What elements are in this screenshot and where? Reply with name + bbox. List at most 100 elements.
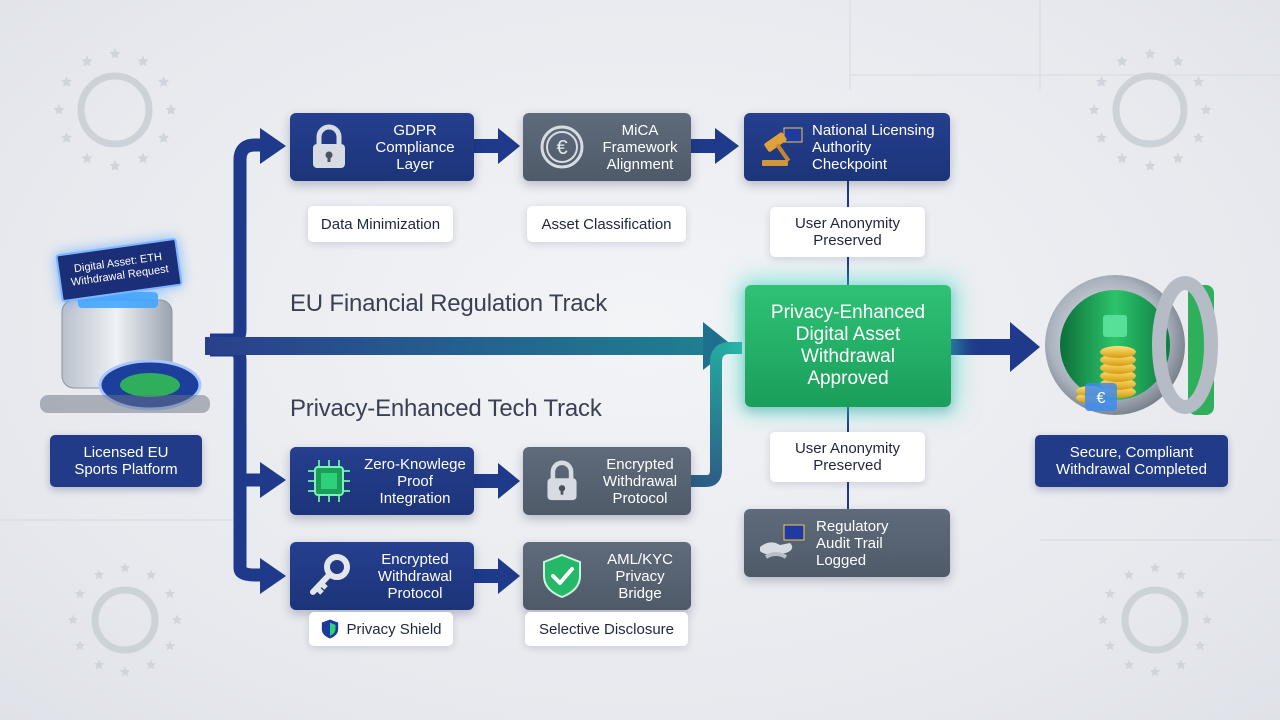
eu-star-icon	[137, 152, 149, 164]
audit-trail-label: Regulatory Audit Trail Logged	[816, 517, 889, 569]
eu-star-icon	[1144, 48, 1156, 59]
encrypted-protocol-box-bottom[interactable]: Encrypted Withdrawal Protocol	[290, 542, 474, 610]
user-anonymity-tag-top: User Anonymity Preserved	[770, 207, 925, 257]
eu-star-icon	[93, 569, 105, 580]
national-licensing-box[interactable]: National Licensing Authority Checkpoint	[744, 113, 950, 181]
eu-star-icon	[1095, 132, 1108, 143]
selective-disclosure-tag: Selective Disclosure	[525, 612, 688, 646]
eu-star-icon	[109, 160, 121, 171]
eu-star-icon	[60, 76, 73, 87]
audit-trail-box[interactable]: Regulatory Audit Trail Logged	[744, 509, 950, 577]
eu-star-icon	[164, 588, 176, 599]
eu-star-icon	[1104, 640, 1116, 651]
eu-star-icon	[1097, 614, 1109, 625]
eu-stars-bottom-right	[1097, 562, 1213, 677]
eu-stars-top-right	[1088, 48, 1212, 171]
padlock-icon	[535, 454, 589, 508]
eu-star-icon	[171, 614, 183, 625]
arrow-zk-to-encrypted	[498, 463, 520, 499]
encrypted-to-approved-connector	[691, 342, 742, 487]
euro-coin-icon: €	[535, 120, 589, 174]
mica-framework-box[interactable]: € MiCA Framework Alignment	[523, 113, 691, 181]
eu-star-icon	[1123, 569, 1135, 580]
eu-star-icon	[60, 132, 73, 143]
mica-framework-label: MiCA Framework Alignment	[602, 121, 678, 173]
eu-star-icon	[1123, 659, 1135, 670]
eu-star-icon	[1201, 614, 1213, 625]
eu-star-icon	[1194, 588, 1206, 599]
svg-text:€: €	[556, 137, 567, 159]
arrow-key-to-aml	[498, 558, 520, 594]
eu-star-icon	[1116, 55, 1128, 67]
eu-star-icon	[1192, 132, 1205, 143]
main-track-line	[205, 337, 705, 355]
eu-star-icon	[137, 55, 149, 67]
user-anonymity-tag-bottom: User Anonymity Preserved	[770, 432, 925, 482]
eu-star-icon	[1175, 659, 1187, 670]
eu-star-icon	[93, 659, 105, 670]
eu-star-icon	[1172, 55, 1184, 67]
eu-star-icon	[1149, 666, 1161, 677]
zero-knowledge-box[interactable]: Zero-Knowlege Proof Integration	[290, 447, 474, 515]
eu-star-icon	[1194, 640, 1206, 651]
asset-classification-tag: Asset Classification	[527, 206, 686, 242]
eu-star-icon	[109, 48, 121, 59]
national-licensing-label: National Licensing Authority Checkpoint	[812, 121, 935, 173]
eu-star-icon	[74, 640, 86, 651]
privacy-track-title: Privacy-Enhanced Tech Track	[290, 395, 602, 422]
encrypted-protocol-box-middle[interactable]: Encrypted Withdrawal Protocol	[523, 447, 691, 515]
eu-track-title: EU Financial Regulation Track	[290, 290, 608, 317]
eu-star-icon	[164, 640, 176, 651]
encrypted-protocol-label-bottom: Encrypted Withdrawal Protocol	[377, 550, 453, 602]
eu-star-icon	[1175, 569, 1187, 580]
eu-star-icon	[1192, 76, 1205, 87]
arrow-gdpr-to-mica	[498, 128, 520, 164]
eu-star-icon	[145, 659, 157, 670]
gavel-icon	[756, 120, 810, 174]
eu-star-icon	[81, 55, 93, 67]
handshake-icon	[756, 516, 810, 570]
aml-kyc-label: AML/KYC Privacy Bridge	[607, 550, 673, 602]
privacy-shield-tag: Privacy Shield	[309, 612, 453, 646]
eu-star-icon	[67, 614, 79, 625]
eu-star-icon	[119, 562, 131, 573]
eu-star-icon	[1172, 152, 1184, 164]
key-icon	[302, 549, 356, 603]
gdpr-compliance-box[interactable]: GDPR Compliance Layer	[290, 113, 474, 181]
eu-star-icon	[1149, 562, 1161, 573]
euro-badge-icon	[1085, 383, 1117, 411]
data-minimization-tag: Data Minimization	[308, 206, 453, 242]
mini-shield-icon	[322, 619, 339, 639]
svg-text:€: €	[1097, 390, 1106, 407]
padlock-icon	[302, 120, 356, 174]
completed-label: Secure, Compliant Withdrawal Completed	[1035, 435, 1228, 487]
eu-star-icon	[74, 588, 86, 599]
arrowhead-zk	[260, 462, 286, 498]
eu-stars-bottom-left	[67, 562, 183, 677]
platform-label: Licensed EU Sports Platform	[50, 435, 202, 487]
eu-star-icon	[119, 666, 131, 677]
withdrawal-approved-box[interactable]: Privacy-Enhanced Digital Asset Withdrawa…	[745, 285, 951, 407]
aml-kyc-box[interactable]: AML/KYC Privacy Bridge	[523, 542, 691, 610]
arrowhead-key	[260, 558, 286, 594]
zero-knowledge-label: Zero-Knowlege Proof Integration	[364, 455, 466, 507]
gdpr-compliance-label: GDPR Compliance Layer	[375, 121, 455, 173]
eu-star-icon	[145, 569, 157, 580]
eu-star-icon	[1200, 104, 1212, 115]
eu-star-icon	[1144, 160, 1156, 171]
eu-star-icon	[1088, 104, 1100, 115]
arrow-mica-to-nla	[715, 128, 739, 164]
eu-star-icon	[1095, 76, 1108, 87]
shield-check-icon	[535, 549, 589, 603]
arrow-approved-to-vault	[1010, 322, 1040, 372]
privacy-shield-label: Privacy Shield	[346, 620, 442, 638]
eu-stars-top-left	[53, 48, 177, 171]
eu-star-icon	[53, 104, 65, 115]
eu-star-icon	[1116, 152, 1128, 164]
eu-star-icon	[165, 104, 177, 115]
eu-star-icon	[157, 132, 170, 143]
chip-icon	[302, 454, 356, 508]
